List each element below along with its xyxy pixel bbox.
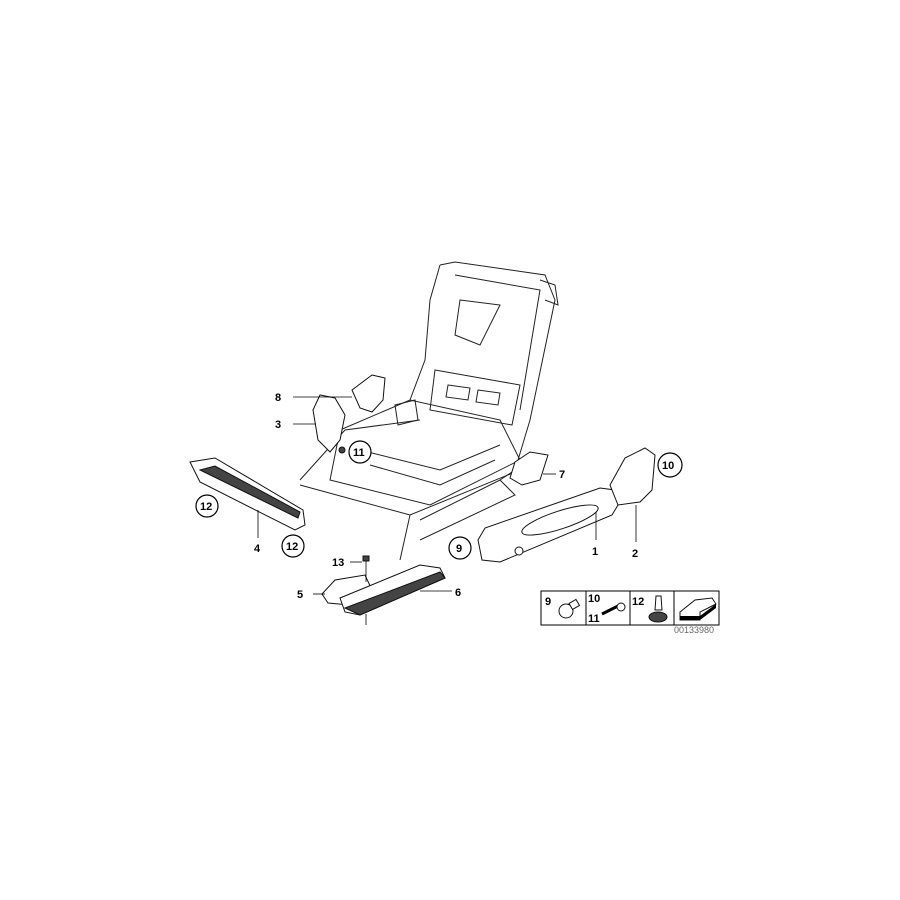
part-6-edge <box>343 571 446 616</box>
part-8-bracket[interactable] <box>351 374 386 413</box>
hardware-legend: 9 10 11 12 <box>540 590 720 626</box>
arrow-icon <box>679 597 717 621</box>
label-7: 7 <box>559 469 565 481</box>
seat-frame <box>299 261 559 561</box>
label-1: 1 <box>592 546 598 558</box>
part-7-trim[interactable] <box>509 451 549 486</box>
label-12b: 12 <box>286 541 298 553</box>
part-3-cover[interactable] <box>312 394 346 453</box>
part-11-screw <box>338 446 346 454</box>
label-5: 5 <box>297 589 303 601</box>
label-2: 2 <box>632 548 638 560</box>
label-4: 4 <box>254 543 261 555</box>
label-10-circle <box>657 452 683 478</box>
part-2-end-cap[interactable] <box>609 447 656 506</box>
clip-icon <box>648 595 668 623</box>
part-4-edge <box>198 465 301 519</box>
label-6: 6 <box>455 587 461 599</box>
label-3: 3 <box>275 419 281 431</box>
legend-label-12: 12 <box>632 596 644 608</box>
legend-label-11: 11 <box>588 613 600 625</box>
label-12b-circle <box>281 534 305 558</box>
label-12a: 12 <box>200 501 212 513</box>
label-12a-circle <box>195 494 219 518</box>
label-13: 13 <box>332 557 344 569</box>
screw-icon <box>601 602 626 616</box>
label-9-circle <box>448 536 472 560</box>
label-9: 9 <box>456 543 462 555</box>
legend-label-10: 10 <box>588 593 600 605</box>
label-10: 10 <box>662 460 674 472</box>
part-13-bolt-head <box>362 555 370 562</box>
legend-label-9: 9 <box>545 596 551 608</box>
reference-number: 00133980 <box>674 625 714 635</box>
part-1-hole <box>514 546 524 556</box>
part-1-handle-opening <box>521 504 599 536</box>
bolt-icon <box>558 598 581 619</box>
label-8: 8 <box>275 392 281 404</box>
label-11-circle <box>348 440 372 464</box>
label-11: 11 <box>353 447 365 459</box>
